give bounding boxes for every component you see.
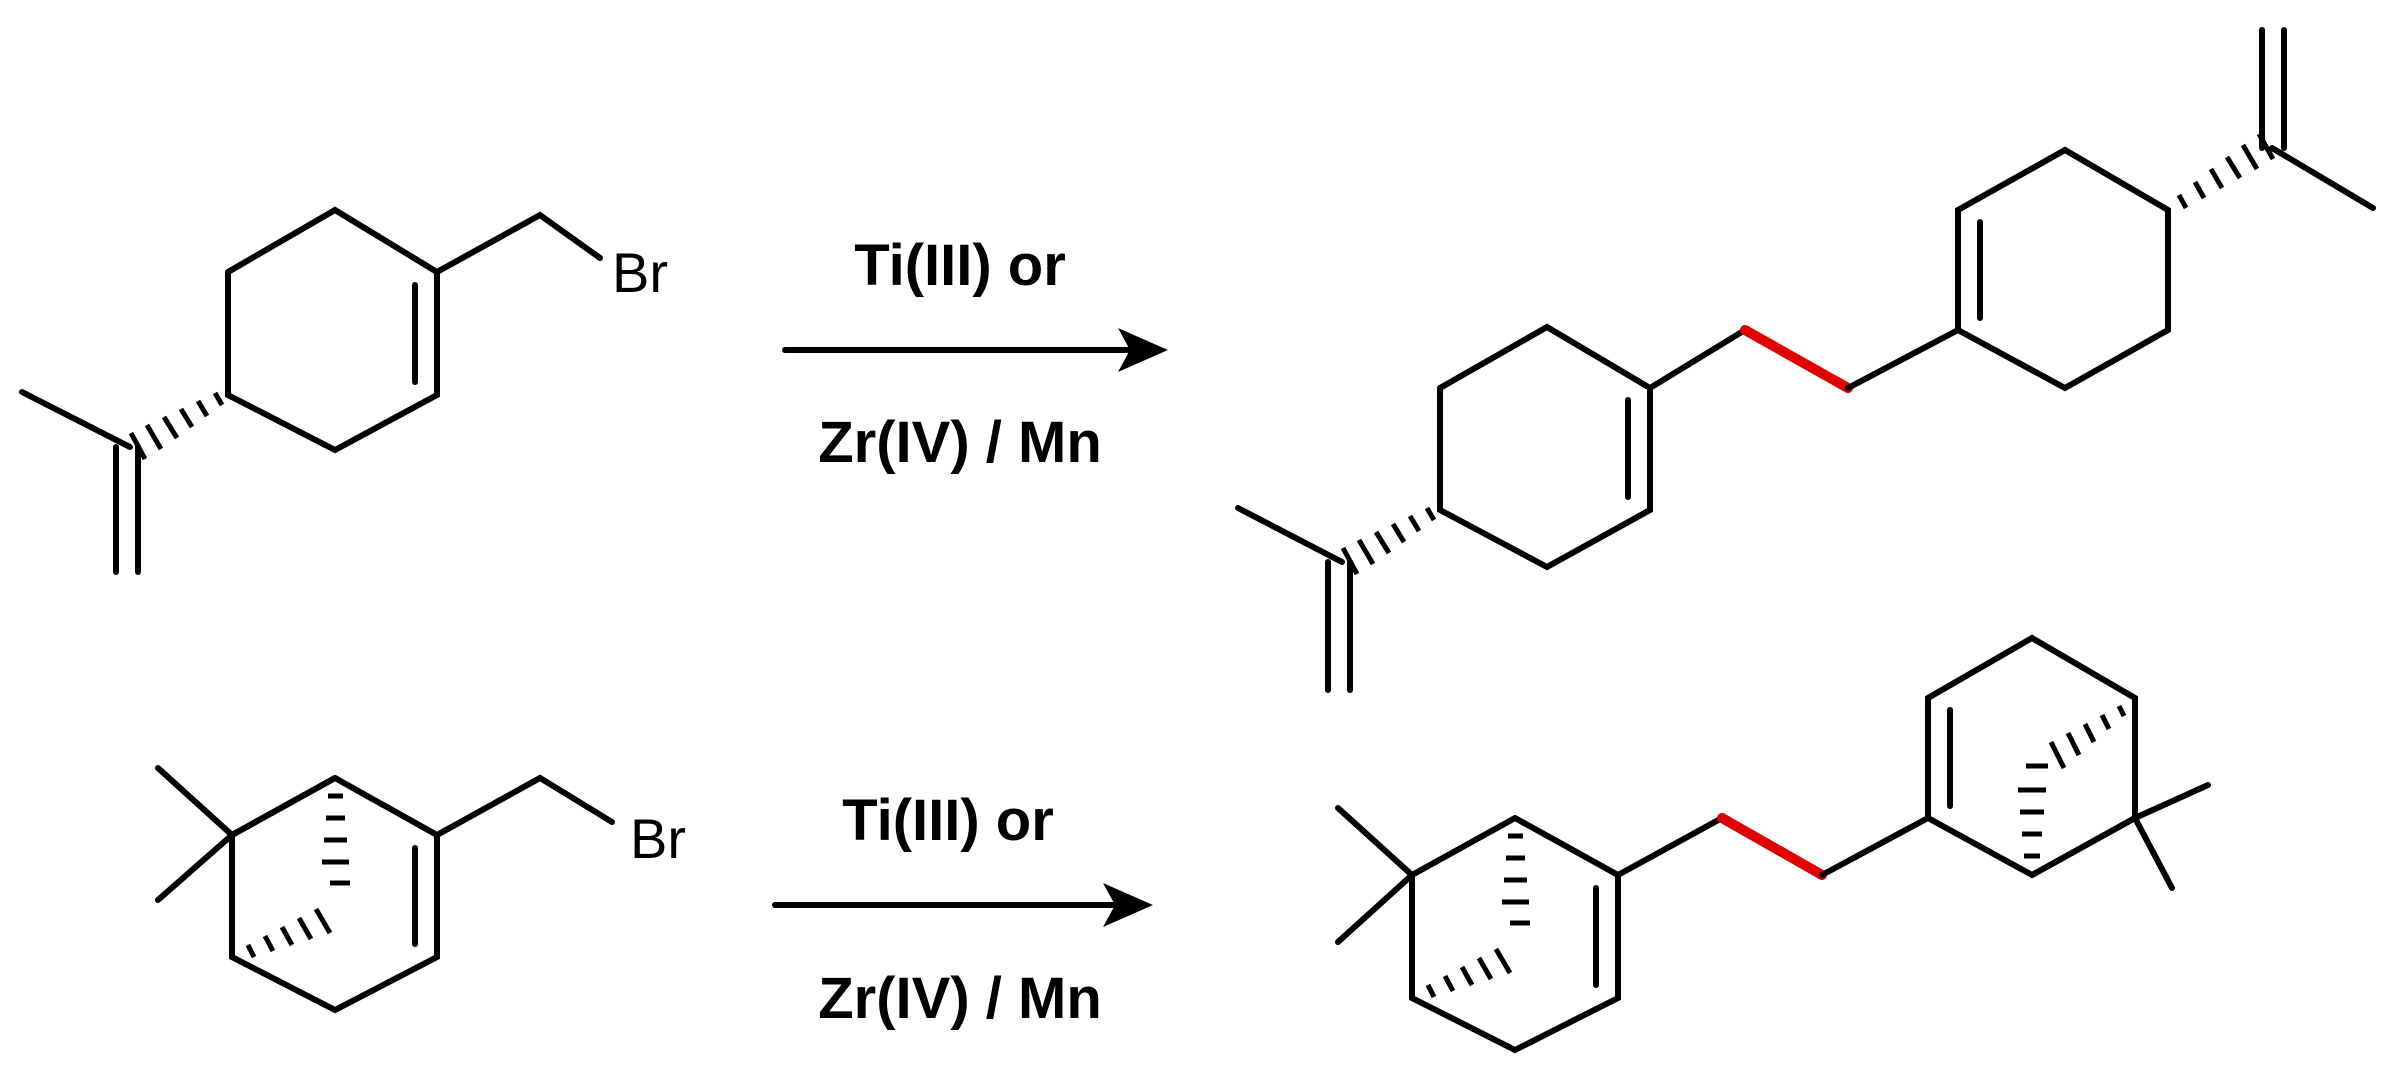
reactant-2-ch2-br-chain <box>434 774 615 838</box>
reaction-1-conditions-bottom: Zr(IV) / Mn <box>818 410 1102 475</box>
reaction-2: Br Ti(III) or Zr(IV) / Mn <box>155 634 2211 1054</box>
reactant-1-stereo-hash <box>128 391 225 461</box>
product-1-right-stereo-hash <box>2176 132 2276 210</box>
reaction-1: Br Ti(III) or Zr(IV) / Mn <box>19 27 2376 693</box>
reactant-1-isopropenyl-methyl <box>19 389 133 450</box>
product-2-left-bridgehead-hash <box>1425 947 1513 999</box>
product-2-right-ring <box>1925 634 2138 879</box>
product-2-left-ring <box>1409 815 1621 1054</box>
reactant-1-bromine-label: Br <box>612 241 668 304</box>
product-2-right-methyl-a <box>2132 782 2211 821</box>
reactant-2-structure <box>155 765 615 1014</box>
reactant-1-structure <box>19 206 603 575</box>
product-1-right-isopropenyl-methyl <box>2269 145 2376 211</box>
reaction-1-arrow <box>782 328 1168 372</box>
reaction-1-conditions-top: Ti(III) or <box>854 233 1066 298</box>
product-2-right-bridgehead-hash <box>2048 704 2127 770</box>
product-1-left-isopropenyl-methyl <box>1235 505 1345 565</box>
product-2-right-gem-dimethyl-bond <box>2029 815 2138 878</box>
reactant-2-bridge-hash <box>322 793 350 886</box>
product-1-linker-right <box>1845 327 1961 391</box>
reaction-2-conditions-bottom: Zr(IV) / Mn <box>818 966 1102 1031</box>
product-1-left-stereo-hash <box>1340 506 1437 576</box>
reactant-2-ring <box>229 775 440 1014</box>
product-2-structure <box>1335 634 2211 1054</box>
product-1-structure <box>1235 27 2376 693</box>
reactant-2-bromine-label: Br <box>630 807 686 870</box>
product-2-left-methyl-a <box>1335 805 1415 878</box>
product-1-new-cc-bond <box>1740 325 1853 393</box>
product-1-linker-left <box>1647 327 1748 391</box>
reaction-2-arrow <box>772 883 1153 927</box>
product-2-left-bridge-hash <box>1502 833 1530 926</box>
product-1-right-ring <box>1955 146 2171 392</box>
product-1-left-ring <box>1437 323 1653 571</box>
reactant-1-ch2-br-chain <box>434 211 603 275</box>
product-2-right-methyl-b <box>2132 815 2175 891</box>
reactant-2-methyl-b <box>155 832 235 903</box>
reactant-2-gem-dimethyl-carbon-bond-top <box>229 775 338 838</box>
product-2-linker-right <box>1819 815 1931 878</box>
product-2-right-bridge-hash <box>2018 763 2048 859</box>
reactant-1-ring <box>225 206 440 454</box>
reactant-2-methyl-a <box>155 765 235 838</box>
product-2-left-methyl-b <box>1335 872 1415 945</box>
reactant-2-bridgehead-hash <box>245 907 333 959</box>
product-2-new-cc-bond <box>1717 813 1827 880</box>
reaction-2-conditions-top: Ti(III) or <box>842 788 1054 853</box>
product-2-linker-left <box>1615 815 1725 878</box>
